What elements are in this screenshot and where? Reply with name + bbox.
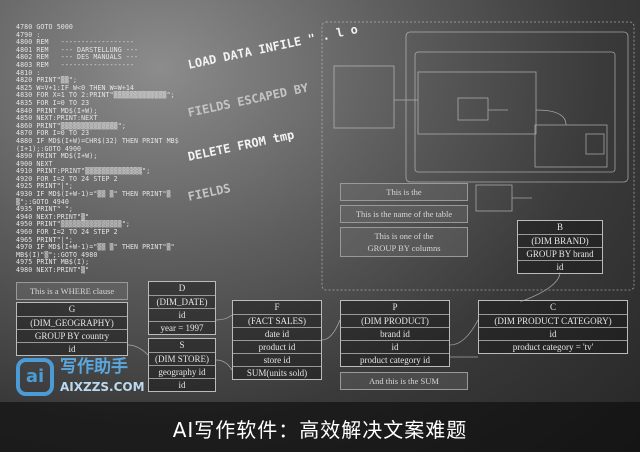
code-line: 4800 REM ------------------ [16, 38, 135, 47]
code-line: 4890 PRINT MD$(I+W); [16, 152, 98, 161]
code-line: 4975 PRINT MB$(I); [16, 258, 90, 267]
code-line: 4880 IF MD$(I+W)=CHR$(32) THEN PRINT MB$ [16, 136, 179, 145]
table-row: year = 1997 [149, 321, 215, 334]
table-row: id [149, 308, 215, 321]
table-row: SUM(units sold) [233, 366, 321, 379]
code-line: 4860 PRINT"▒▒▒▒▒▒▒▒▒▒▒▒▒▒"; [16, 121, 126, 130]
code-line: 4900 NEXT [16, 159, 53, 168]
note-where: This is a WHERE clause [16, 282, 128, 300]
table-row: (DIM_GEOGRAPHY) [17, 316, 127, 329]
code-line: 4965 PRINT"|"; [16, 235, 73, 244]
table-row: C [549, 302, 556, 312]
code-line: 4835 FOR I=0 TO 23 [16, 98, 90, 107]
table-row: GROUP BY brand [518, 247, 602, 260]
table-row: D [178, 283, 186, 293]
table-row: (FACT SALES) [233, 314, 321, 327]
table-row: S [179, 340, 185, 350]
watermark-logo: ai 写作助手 AIXZZS.COM [16, 357, 146, 398]
note-this-is: This is the [340, 183, 468, 201]
table-row: P [392, 302, 398, 312]
code-line: 4810 : [16, 68, 41, 77]
table-row: (DIM STORE) [149, 352, 215, 365]
code-line: 4820 PRINT"▒▒"; [16, 76, 78, 85]
watermark-name: 写作助手 [60, 357, 128, 377]
code-line: 4802 REM --- DES MANUALS --- [16, 53, 139, 62]
caption-bar: AI写作软件：高效解决文案难题 [0, 402, 640, 452]
table-row: (DIM BRAND) [518, 234, 602, 247]
table-row: F [274, 302, 280, 312]
table-row: id [17, 342, 127, 355]
caption-text: AI写作软件：高效解决文案难题 [172, 418, 468, 442]
code-line: 4803 REM ------------------ [16, 60, 135, 69]
diagram-subsystem [405, 31, 629, 183]
table-row: store id [233, 353, 321, 366]
table-row: (DIM PRODUCT CATEGORY) [479, 314, 627, 327]
code-line: 4980 NEXT:PRINT"▒" [16, 266, 90, 274]
code-line: 4910 PRINT:PRINT"▒▒▒▒▒▒▒▒▒▒▒▒▒▒"; [16, 167, 151, 176]
code-line: 4870 FOR I=0 TO 23 [16, 129, 90, 138]
block-steady [534, 124, 608, 168]
code-line: 4825 W=V+1:IF W<0 THEN W=W+14 [16, 83, 135, 92]
code-line: 4830 FOR X=1 TO 2:PRINT"▒▒▒▒▒▒▒▒▒▒▒▒▒"; [16, 91, 175, 100]
table-row: GROUP BY country [17, 329, 127, 342]
table-row: id [341, 340, 449, 353]
diagram-outer-frame [321, 21, 635, 291]
ai-logo-icon: ai [16, 358, 54, 396]
table-row: id [479, 327, 627, 340]
table-row: id [149, 378, 215, 391]
code-line: 4935 PRINT" "; [16, 205, 73, 214]
code-line: MB$(I)"▒";:GOTO 4980 [16, 250, 98, 259]
table-row: (DIM PRODUCT) [341, 314, 449, 327]
block-regulation [417, 71, 537, 135]
code-line: 4850 NEXT:PRINT:NEXT [16, 114, 98, 123]
code-line: ▒";:GOTO 4940 [16, 197, 69, 206]
code-line: 4801 REM --- DARSTELLUNG --- [16, 45, 139, 54]
note-group-by-line1: This is one of the [374, 231, 434, 241]
code-line: 4790 : [16, 30, 41, 39]
code-line: 4940 NEXT:PRINT"▒" [16, 212, 90, 221]
note-group-by: This is one of the GROUP BY columns [340, 227, 468, 257]
table-row: B [556, 222, 563, 232]
table-row: product id [233, 340, 321, 353]
code-line: 4960 FOR I=2 TO 24 STEP 2 [16, 228, 118, 237]
block-off [333, 65, 395, 129]
code-line: 4930 IF MD$(I+W-1)="▒▒ ▒" THEN PRINT"▒ [16, 190, 171, 199]
table-row: product category = 'tv' [479, 340, 627, 353]
note-table-name: This is the name of the table [340, 205, 468, 223]
table-row: id [518, 260, 602, 273]
code-line: 4840 PRINT MD$(I+W); [16, 106, 98, 115]
note-group-by-line2: GROUP BY columns [367, 243, 441, 253]
table-row: product category id [341, 353, 449, 366]
table-row: G [68, 304, 76, 314]
table-row: (DIM_DATE) [149, 295, 215, 308]
table-row: date id [233, 327, 321, 340]
code-line: 4780 GOTO 5000 [16, 23, 73, 31]
note-sum: And this is the SUM [340, 372, 468, 390]
table-row: brand id [341, 327, 449, 340]
table-row: geography id [149, 365, 215, 378]
code-line: 4925 PRINT"|"; [16, 182, 73, 191]
code-line: 4950 PRINT"▒▒▒▒▒▒▒▒▒▒▒▒▒▒▒"; [16, 220, 130, 229]
code-line: (I+1);:GOTO 4900 [16, 144, 82, 153]
code-line: 4970 IF MD$(I+W-1)="▒▒ ▒" THEN PRINT"▒" [16, 243, 175, 252]
code-line: 4920 FOR I=2 TO 24 STEP 2 [16, 174, 118, 183]
watermark-url: AIXZZS.COM [60, 380, 145, 394]
